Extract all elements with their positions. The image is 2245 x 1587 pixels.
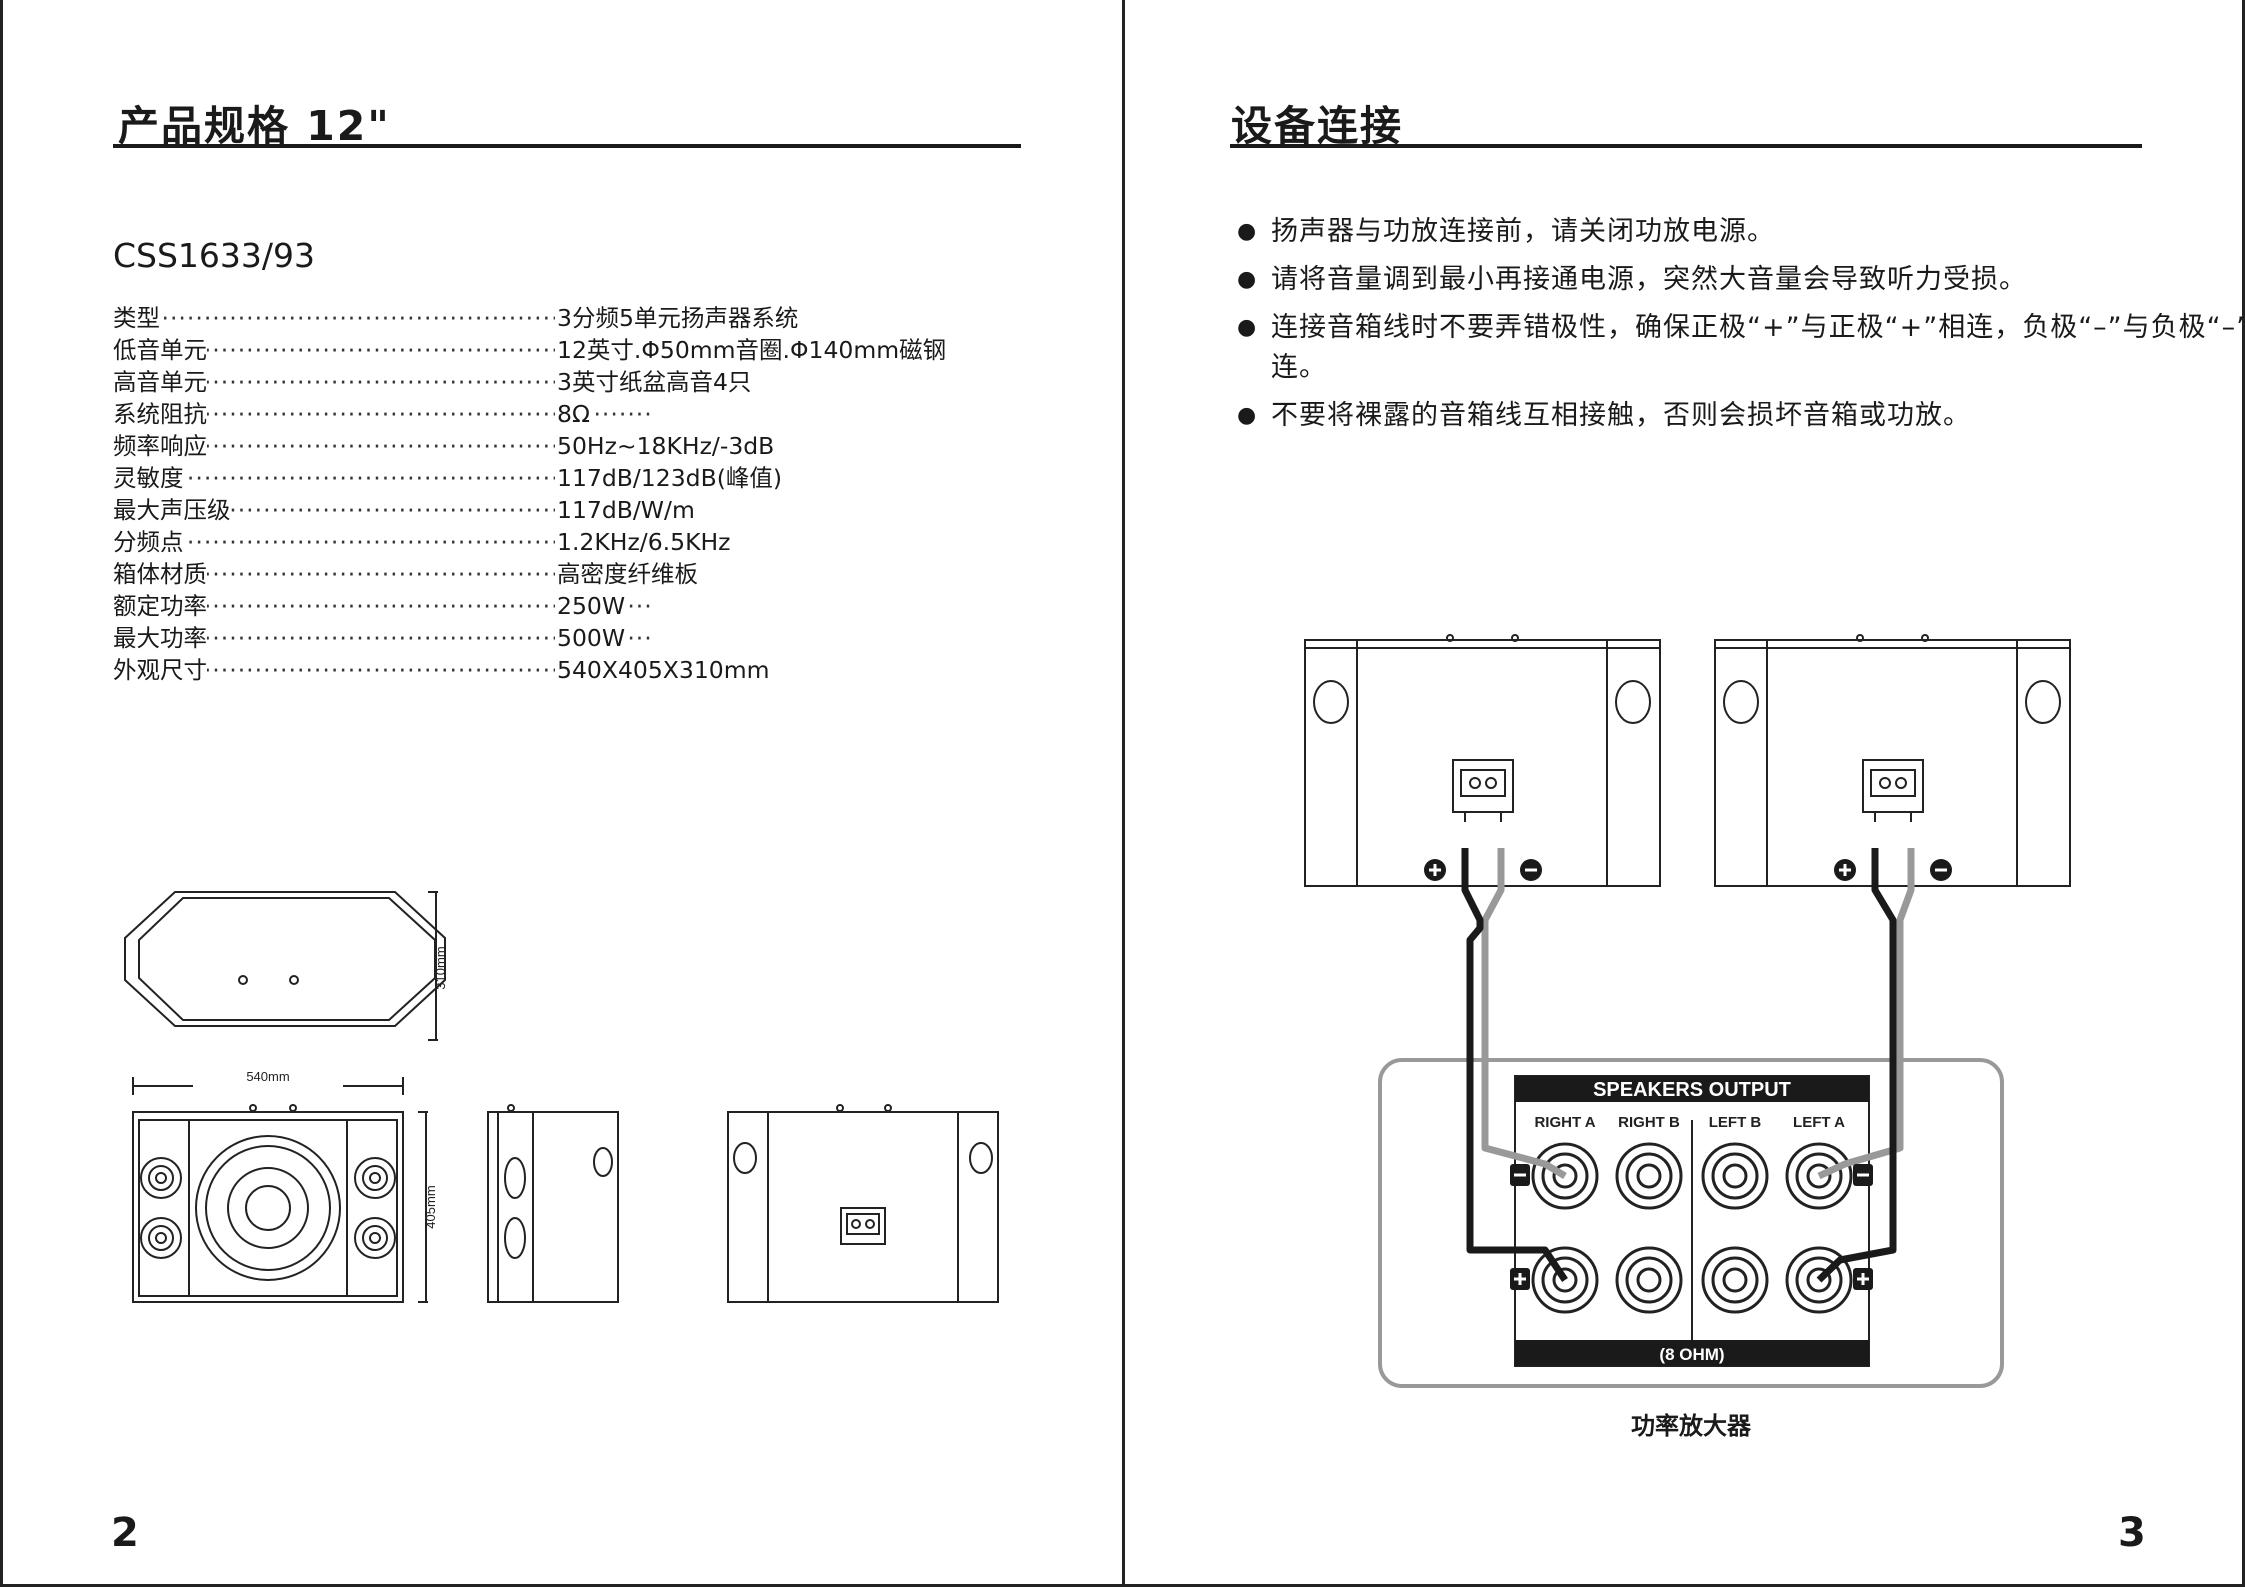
plus-tag-icon xyxy=(1853,1268,1873,1290)
speaker-left-drawing xyxy=(1304,634,1661,887)
spec-label: 频率响应 xyxy=(113,430,207,462)
spec-value: 50Hz~18KHz/-3dB xyxy=(555,430,775,462)
cable-positive-right xyxy=(1816,848,1897,1283)
spec-value: 500W xyxy=(555,622,626,654)
bullet-text: 请将音量调到最小再接通电源，突然大音量会导致听力受损。 xyxy=(1271,264,2027,295)
spec-label: 最大声压级 xyxy=(113,494,231,526)
page-number: 3 xyxy=(2118,1510,2146,1556)
minus-icon xyxy=(1520,859,1542,881)
spec-value: 8Ω xyxy=(555,398,590,430)
spec-label: 箱体材质 xyxy=(113,558,207,590)
height-label: 405mm xyxy=(423,1185,438,1228)
page-title: 设备连接 xyxy=(1231,102,1403,150)
front-view-drawing xyxy=(132,1104,428,1303)
width-label: 540mm xyxy=(246,1069,289,1084)
spec-label: 高音单元 xyxy=(113,366,207,398)
speakers-output-panel: SPEAKERS OUTPUT (8 OHM) RIGHT A RIGHT B … xyxy=(1514,1075,1870,1367)
plus-icon xyxy=(1834,859,1856,881)
impedance-label: (8 OHM) xyxy=(1659,1345,1724,1364)
spec-label: 额定功率 xyxy=(113,590,207,622)
plus-tag-icon xyxy=(1510,1268,1530,1290)
spec-label: 类型 xyxy=(113,302,160,334)
plus-icon xyxy=(1424,859,1446,881)
spec-value: 540X405X310mm xyxy=(555,654,770,686)
title-rule xyxy=(1230,144,2142,148)
spec-value: 117dB/123dB(峰值) xyxy=(555,462,783,494)
binding-post xyxy=(1701,1246,1769,1314)
spec-label: 系统阻抗 xyxy=(113,398,207,430)
cable-negative-left xyxy=(1481,848,1567,1180)
cable-negative-right xyxy=(1817,848,1915,1180)
channel-label-left-a: LEFT A xyxy=(1793,1114,1845,1131)
dimension-drawings: 310mm 540mm 405mm xyxy=(124,891,999,1303)
cable-positive-left xyxy=(1461,848,1568,1282)
spec-value: 250W xyxy=(555,590,626,622)
bullet-item: ● 连接音箱线时不要弄错极性，确保正极“+”与正极“+”相连，负极“–”与负极“–… xyxy=(1235,308,2245,388)
bullet-text: 连接音箱线时不要弄错极性，确保正极“+”与正极“+”相连，负极“–”与负极“–”… xyxy=(1271,312,2245,383)
left-page: 产品规格 12" CSS1633/93 ····················… xyxy=(0,0,1122,1587)
amplifier-caption: 功率放大器 xyxy=(1631,1412,1752,1440)
channel-label-left-b: LEFT B xyxy=(1709,1114,1762,1131)
binding-post xyxy=(1701,1142,1769,1210)
depth-label: 310mm xyxy=(433,946,448,989)
bullet-dot: ● xyxy=(1237,403,1258,428)
bullet-list: ● 扬声器与功放连接前，请关闭功放电源。 ● 请将音量调到最小再接通电源，突然大音量… xyxy=(1235,212,2245,444)
bullet-dot: ● xyxy=(1237,267,1258,292)
minus-tag-icon xyxy=(1853,1164,1873,1186)
spec-label: 低音单元 xyxy=(113,334,207,366)
binding-post xyxy=(1615,1142,1683,1210)
minus-tag-icon xyxy=(1510,1164,1530,1186)
side-view-drawing xyxy=(487,1104,619,1303)
spec-value: 3英寸纸盆高音4只 xyxy=(555,366,752,398)
page-title: 产品规格 12" xyxy=(118,102,391,150)
top-view-drawing xyxy=(124,891,446,1041)
spec-value: 高密度纤维板 xyxy=(555,558,698,590)
spec-label: 分频点 xyxy=(113,526,184,558)
page-number: 2 xyxy=(111,1510,139,1556)
spec-label: 最大功率 xyxy=(113,622,207,654)
spec-value: 117dB/W/m xyxy=(555,494,695,526)
bullet-item: ● 不要将裸露的音箱线互相接触，否则会损坏音箱或功放。 xyxy=(1235,396,2245,436)
spec-value: 3分频5单元扬声器系统 xyxy=(555,302,799,334)
bullet-item: ● 扬声器与功放连接前，请关闭功放电源。 xyxy=(1235,212,2245,252)
right-page: 设备连接 ● 扬声器与功放连接前，请关闭功放电源。 ● 请将音量调到最小再接通电源，… xyxy=(1122,0,2245,1587)
title-rule xyxy=(113,144,1021,148)
bullet-text: 扬声器与功放连接前，请关闭功放电源。 xyxy=(1271,216,1775,247)
minus-icon xyxy=(1930,859,1952,881)
speaker-right-drawing xyxy=(1714,634,2071,887)
bullet-item: ● 请将音量调到最小再接通电源，突然大音量会导致听力受损。 xyxy=(1235,260,2245,300)
spec-label: 外观尺寸 xyxy=(113,654,207,686)
back-view-drawing xyxy=(727,1104,999,1303)
bullet-dot: ● xyxy=(1237,219,1258,244)
channel-label-right-b: RIGHT B xyxy=(1618,1114,1680,1131)
spec-value: 12英寸.Φ50mm音圈.Φ140mm磁钢 xyxy=(555,334,947,366)
spec-value: 1.2KHz/6.5KHz xyxy=(555,526,731,558)
bullet-text: 不要将裸露的音箱线互相接触，否则会损坏音箱或功放。 xyxy=(1271,400,1971,431)
speakers-output-label: SPEAKERS OUTPUT xyxy=(1593,1079,1791,1101)
channel-label-right-a: RIGHT A xyxy=(1534,1114,1595,1131)
bullet-dot: ● xyxy=(1237,315,1258,340)
connection-diagram: SPEAKERS OUTPUT (8 OHM) RIGHT A RIGHT B … xyxy=(1304,634,2071,1440)
amplifier-outline xyxy=(1378,1058,2004,1388)
binding-post xyxy=(1615,1246,1683,1314)
model-number: CSS1633/93 xyxy=(113,236,316,275)
spec-label: 灵敏度 xyxy=(113,462,184,494)
